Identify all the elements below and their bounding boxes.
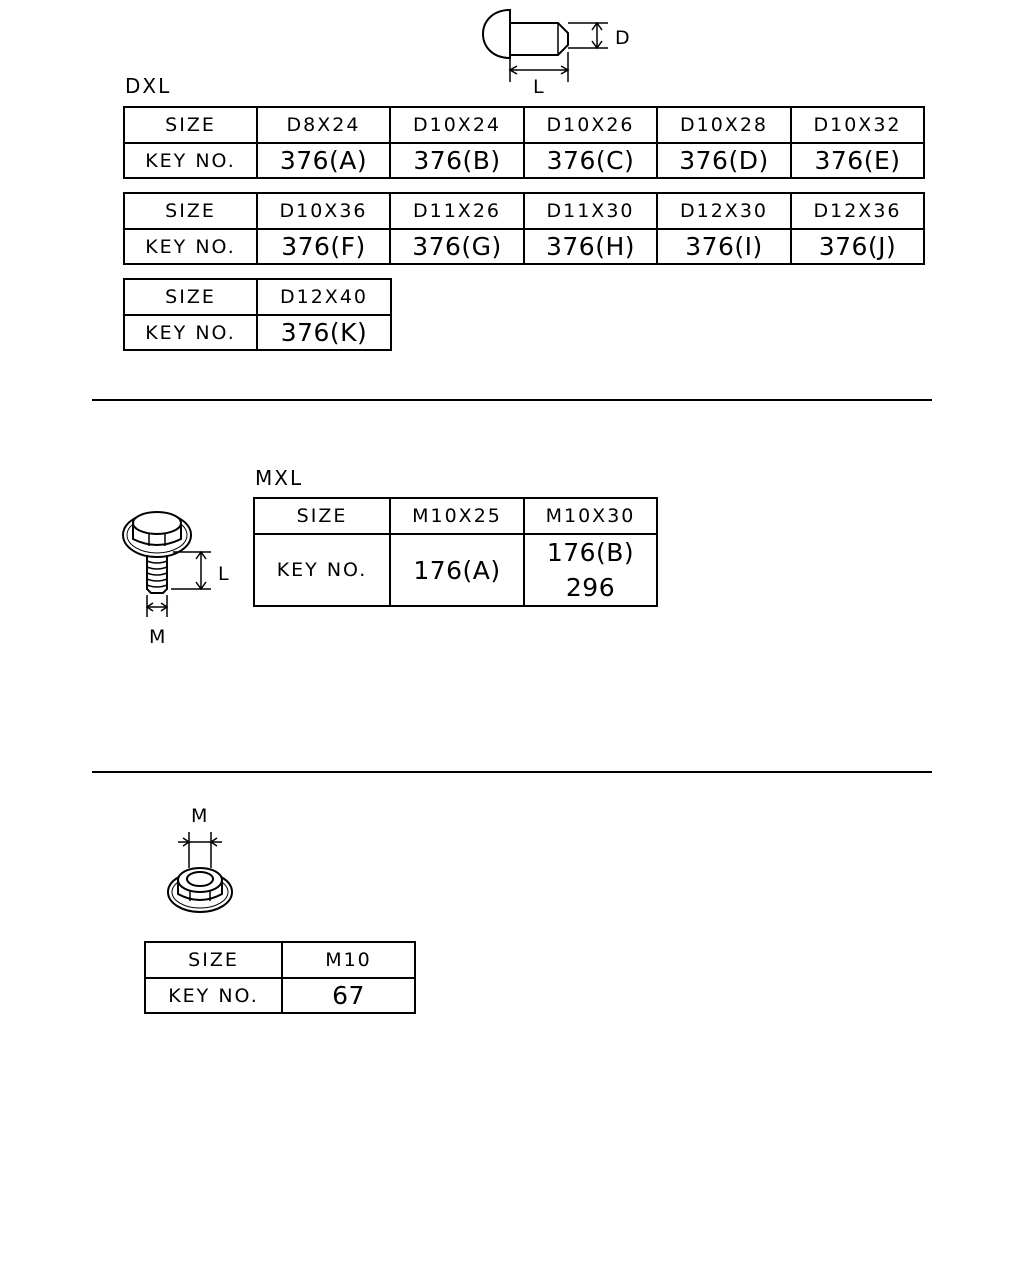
size-cell: D11X30 [523,192,658,230]
key-no-cell: 376(E) [790,142,925,179]
bolt-size-label: MXL [255,466,304,490]
section-divider [92,771,932,773]
key-no-cell: 376(C) [523,142,658,179]
rivet-size-label: DXL [125,74,172,98]
size-cell: D10X36 [256,192,391,230]
key-no-cell: 176(A) [389,533,525,607]
rivet-table-1: SIZE D8X24 D10X24 D10X26 D10X28 D10X32 K… [123,106,925,179]
size-cell: D12X30 [656,192,792,230]
key-no-cell: 67 [281,977,416,1014]
rivet-dim-l-label: L [533,76,544,98]
key-no-value: 176(A) [413,555,501,585]
size-cell: D12X36 [790,192,925,230]
key-no-header: KEY NO. [123,142,258,179]
size-cell: M10 [281,941,416,979]
bolt-dim-m-label: M [149,626,165,648]
key-no-cell: 376(D) [656,142,792,179]
flange-nut-diagram: M [167,805,233,913]
key-no-cell: 376(I) [656,228,792,265]
size-header: SIZE [144,941,283,979]
section-divider [92,399,932,401]
key-no-cell: 376(A) [256,142,391,179]
rivet-table-3: SIZE D12X40 KEY NO. 376(K) [123,278,392,351]
size-cell: D11X26 [389,192,525,230]
size-cell: M10X25 [389,497,525,535]
size-cell: D8X24 [256,106,391,144]
key-no-cell: 376(B) [389,142,525,179]
size-cell: D10X32 [790,106,925,144]
key-no-header: KEY NO. [253,533,391,607]
key-no-cell: 376(J) [790,228,925,265]
size-cell: M10X30 [523,497,658,535]
key-no-cell: 376(H) [523,228,658,265]
nut-table: SIZE M10 KEY NO. 67 [144,941,416,1014]
nut-dim-m-label: M [191,805,207,827]
size-cell: D10X24 [389,106,525,144]
key-no-value: 296 [565,573,616,602]
size-cell: D10X28 [656,106,792,144]
key-no-cell: 376(G) [389,228,525,265]
key-no-header: KEY NO. [123,314,258,351]
rivet-dim-d-label: D [615,27,630,49]
key-no-cell: 376(K) [256,314,392,351]
key-no-header: KEY NO. [123,228,258,265]
size-header: SIZE [123,192,258,230]
size-header: SIZE [253,497,391,535]
size-header: SIZE [123,278,258,316]
size-cell: D12X40 [256,278,392,316]
size-cell: D10X26 [523,106,658,144]
key-no-cell: 176(B) 296 [523,533,658,607]
size-header: SIZE [123,106,258,144]
flange-bolt-diagram: L M [122,511,229,648]
bolt-dim-l-label: L [218,563,229,585]
key-no-header: KEY NO. [144,977,283,1014]
rivet-diagram: D L [482,8,630,98]
rivet-shank [510,22,569,56]
rivet-table-2: SIZE D10X36 D11X26 D11X30 D12X30 D12X36 … [123,192,925,265]
bolt-table: SIZE M10X25 M10X30 KEY NO. 176(A) 176(B)… [253,497,658,607]
key-no-value: 176(B) [546,538,635,567]
rivet-head [482,8,511,60]
key-no-cell: 376(F) [256,228,391,265]
bolt-shank [146,555,168,594]
